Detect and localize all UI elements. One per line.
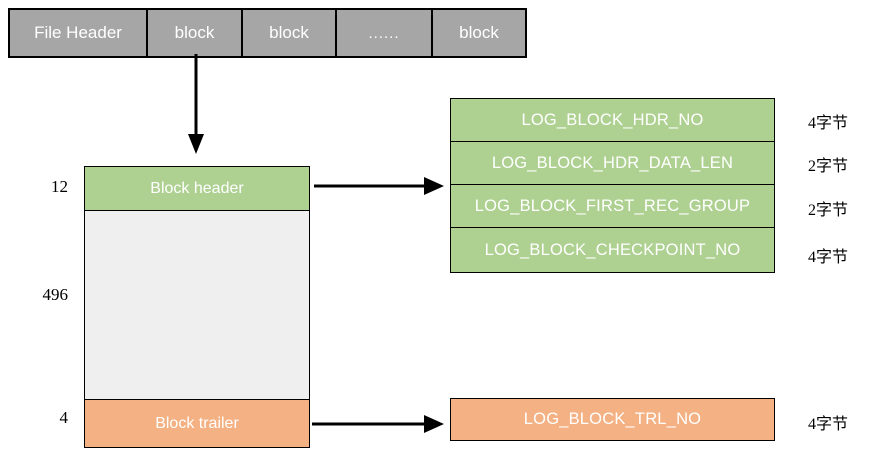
size-label-header: 12 <box>51 177 68 196</box>
field-row: LOG_BLOCK_FIRST_REC_GROUP <box>451 185 774 228</box>
byte-size-label: 4字节 <box>808 416 849 433</box>
file-cell-file-header: File Header <box>10 10 148 56</box>
file-cell-block-3: block <box>433 10 525 56</box>
byte-size-label: 4字节 <box>808 115 849 132</box>
arrow-header-to-fields <box>314 177 444 195</box>
block-body-segment <box>85 211 309 399</box>
block-structure: Block header Block trailer <box>84 166 310 448</box>
field-row: LOG_BLOCK_HDR_DATA_LEN <box>451 142 774 185</box>
size-label-body: 496 <box>42 285 69 304</box>
block-header-field-table: LOG_BLOCK_HDR_NO LOG_BLOCK_HDR_DATA_LEN … <box>450 98 775 273</box>
byte-size-label: 2字节 <box>808 158 849 175</box>
field-row: LOG_BLOCK_CHECKPOINT_NO <box>451 228 774 272</box>
file-cell-block-2: block <box>243 10 337 56</box>
block-trailer-segment: Block trailer <box>85 399 309 447</box>
file-cell-ellipsis: ...... <box>337 10 433 56</box>
arrow-strip-to-block <box>188 54 204 154</box>
block-header-segment: Block header <box>85 167 309 211</box>
block-trailer-field-table: LOG_BLOCK_TRL_NO <box>450 398 775 441</box>
byte-size-label: 4字节 <box>808 249 849 266</box>
field-row: LOG_BLOCK_HDR_NO <box>451 99 774 142</box>
byte-size-label: 2字节 <box>808 202 849 219</box>
arrow-trailer-to-fields <box>312 415 444 433</box>
file-cell-block-1: block <box>148 10 243 56</box>
size-label-trailer: 4 <box>59 408 69 427</box>
file-layout-strip: File Header block block ...... block <box>8 8 527 58</box>
